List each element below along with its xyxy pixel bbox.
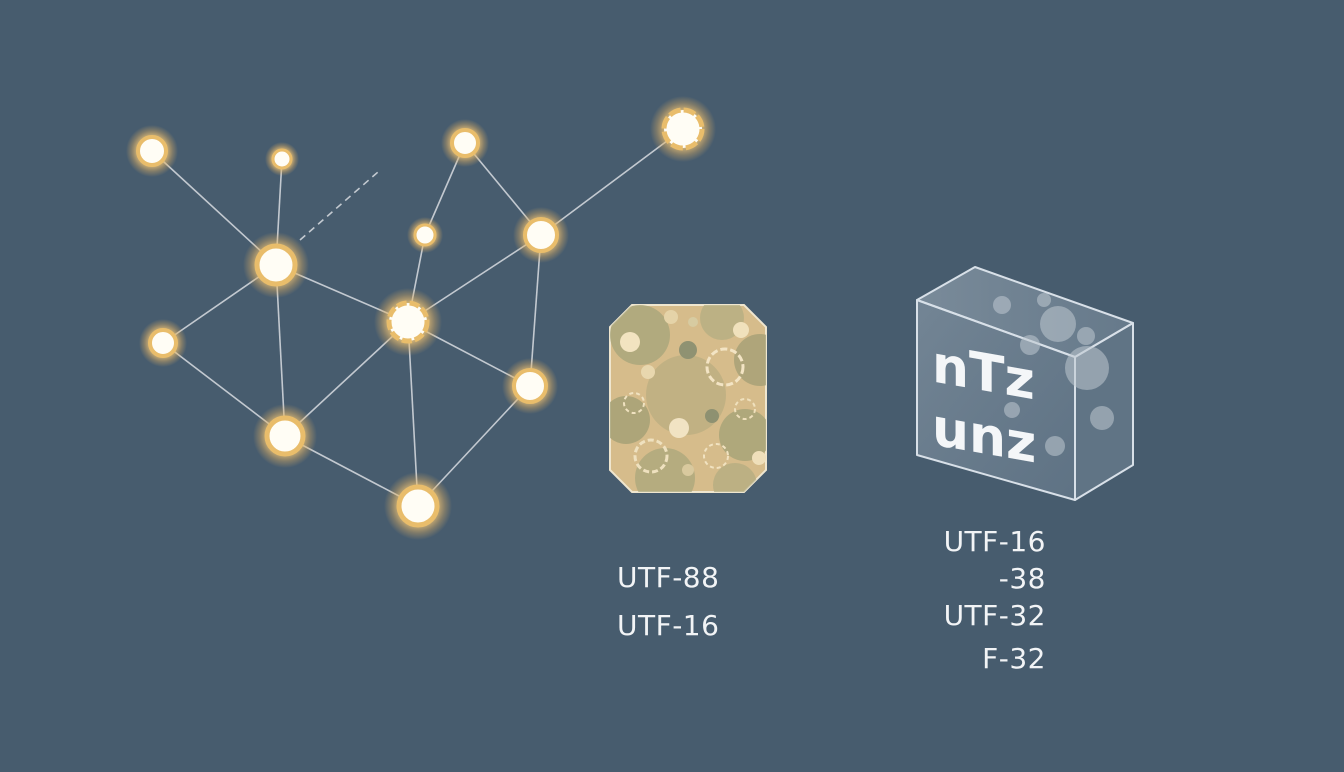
graph-node xyxy=(513,207,569,263)
graph-nodes xyxy=(126,96,716,540)
graph-node xyxy=(243,232,309,298)
left-encoding-label: UTF-16 xyxy=(617,609,720,642)
network-graph-icon xyxy=(126,96,716,540)
graph-node xyxy=(253,404,317,468)
left-encoding-label: UTF-88 xyxy=(617,561,720,594)
graph-node xyxy=(265,142,299,176)
graph-node xyxy=(502,358,558,414)
graph-node xyxy=(441,119,489,167)
right-encoding-label: UTF-32 xyxy=(943,599,1046,632)
glass-cube-icon: nTz unz xyxy=(916,266,1134,501)
right-encoding-label: -38 xyxy=(998,562,1046,595)
right-encoding-label: F-32 xyxy=(982,642,1046,675)
graph-node xyxy=(407,217,443,253)
patterned-tile-icon xyxy=(609,304,767,493)
right-encoding-label: UTF-16 xyxy=(943,525,1046,558)
graph-node xyxy=(374,288,442,356)
graph-node xyxy=(384,472,452,540)
graph-edge-dashed xyxy=(299,171,379,241)
graph-node xyxy=(650,96,716,162)
graph-node xyxy=(126,125,178,177)
graph-node xyxy=(139,319,187,367)
